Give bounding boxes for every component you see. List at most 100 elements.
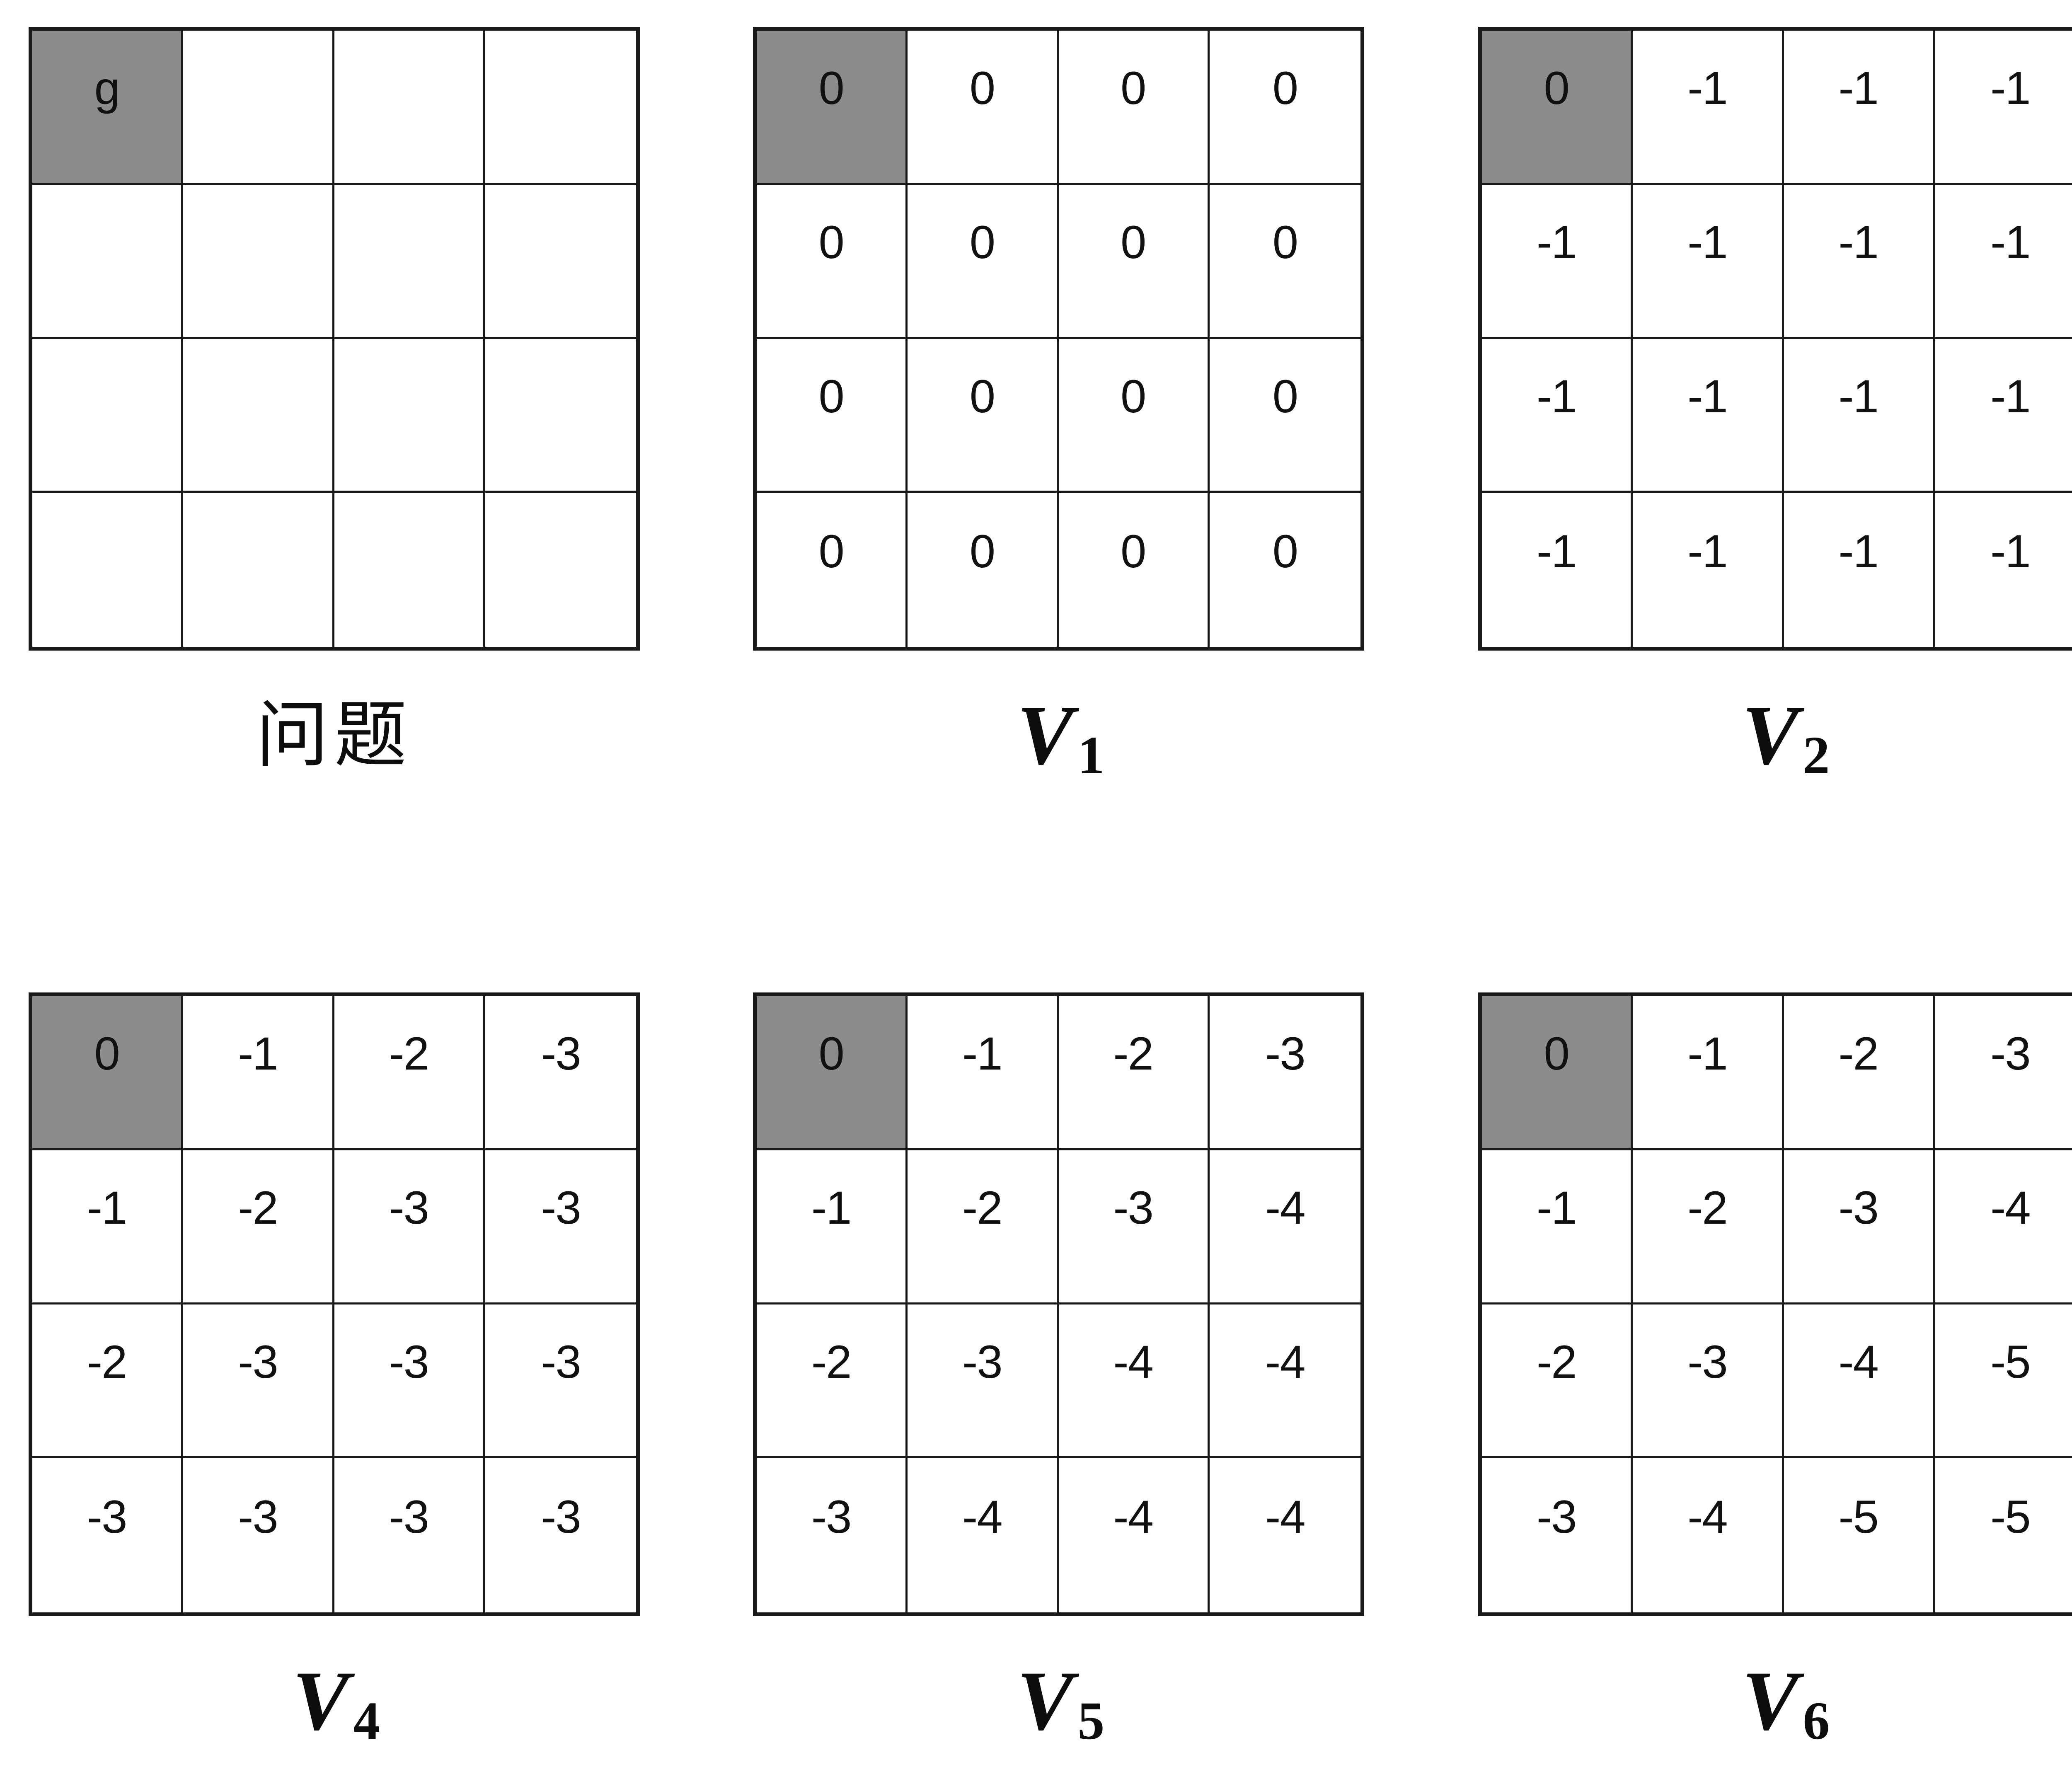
cell-value: -3 (962, 1336, 1003, 1388)
cell-value: -2 (1113, 1028, 1154, 1080)
cell-value: -4 (1687, 1491, 1728, 1543)
cell-value: 0 (1272, 216, 1298, 269)
grid-cell: 0 (1209, 493, 1360, 647)
terminal-cell: 0 (757, 996, 908, 1150)
cell-value: 0 (818, 370, 844, 422)
caption-V4: V4 (29, 1631, 640, 1772)
cell-value: -1 (1687, 370, 1728, 422)
cell-value: -2 (87, 1336, 128, 1388)
cell-value: -1 (1687, 216, 1728, 269)
cell-value: 0 (1272, 62, 1298, 114)
grid-cell: -2 (757, 1304, 908, 1459)
grid-cell: -5 (1784, 1458, 1935, 1612)
cell-value: -1 (811, 1182, 852, 1234)
grid-cell (183, 31, 334, 185)
grid-cell: -2 (1784, 996, 1935, 1150)
terminal-cell: 0 (757, 31, 908, 185)
terminal-cell: g (32, 31, 184, 185)
cell-value: -4 (1113, 1491, 1154, 1543)
grid-cell: -3 (1633, 1304, 1784, 1459)
terminal-cell: 0 (1482, 31, 1633, 185)
caption-V5: V5 (753, 1631, 1364, 1772)
cell-value: -2 (1838, 1028, 1879, 1080)
cell-value: -2 (962, 1182, 1003, 1234)
cell-value: 0 (1272, 370, 1298, 422)
value-grid-problem: g (29, 27, 640, 651)
grid-cell: -3 (183, 1304, 334, 1459)
grid-cell: -3 (485, 996, 636, 1150)
caption-subscript: 1 (1077, 726, 1105, 785)
cell-value: -3 (1265, 1028, 1306, 1080)
grid-cell: -3 (908, 1304, 1059, 1459)
grid-cell (485, 31, 636, 185)
grid-cell (32, 493, 184, 647)
cell-value: -5 (1990, 1336, 2031, 1388)
grid-cell: 0 (757, 339, 908, 493)
cell-value: -2 (389, 1028, 429, 1080)
grid-cell: -1 (1633, 31, 1784, 185)
grid-cell: 0 (757, 493, 908, 647)
caption-symbol: V (1742, 688, 1799, 782)
cell-value: -4 (1265, 1182, 1306, 1234)
cell-value: -1 (1838, 216, 1879, 269)
cell-value: 0 (1544, 1028, 1569, 1080)
cell-value: -1 (1990, 216, 2031, 269)
cell-value: 0 (969, 370, 995, 422)
cell-value: -3 (541, 1336, 581, 1388)
caption-V1: V1 (753, 665, 1364, 806)
cell-value: -2 (1687, 1182, 1728, 1234)
cell-value: -3 (1990, 1028, 2031, 1080)
grid-cell: -1 (1934, 184, 2072, 339)
grid-cell (485, 339, 636, 493)
grid-cell: 0 (908, 493, 1059, 647)
grid-cell: -2 (908, 1150, 1059, 1304)
grid-cell: 0 (1209, 184, 1360, 339)
cell-value: 0 (94, 1028, 120, 1080)
cell-value: 0 (1544, 62, 1569, 114)
cell-value: g (94, 62, 120, 114)
grid-cell: 0 (1058, 339, 1210, 493)
cell-value: -1 (1838, 370, 1879, 422)
grid-cell: -3 (485, 1304, 636, 1459)
cell-value: -1 (1687, 525, 1728, 577)
terminal-cell: 0 (1482, 996, 1633, 1150)
grid-cell: -4 (1058, 1304, 1210, 1459)
cell-value: -1 (238, 1028, 278, 1080)
grid-cell: -1 (1482, 493, 1633, 647)
grid-cell: -1 (757, 1150, 908, 1304)
grid-cell (334, 339, 485, 493)
cell-value: 0 (1120, 525, 1146, 577)
cell-value: -3 (541, 1491, 581, 1543)
grid-cell: 0 (1058, 31, 1210, 185)
grid-cell: -1 (1784, 339, 1935, 493)
cell-value: -3 (1536, 1491, 1577, 1543)
cell-value: 0 (1272, 525, 1298, 577)
caption-problem: 问题 (29, 665, 640, 806)
cell-value: -3 (238, 1491, 278, 1543)
grid-cell: -1 (1784, 493, 1935, 647)
cell-value: -1 (87, 1182, 128, 1234)
caption-symbol: V (1017, 1654, 1074, 1748)
cell-value: -3 (1113, 1182, 1154, 1234)
grid-cell (32, 184, 184, 339)
grid-cell: 0 (757, 184, 908, 339)
grid-cell: -3 (1209, 996, 1360, 1150)
grid-cell: -3 (757, 1458, 908, 1612)
caption-subscript: 4 (353, 1691, 380, 1751)
grid-cell: -5 (1934, 1304, 2072, 1459)
cell-value: -1 (1687, 62, 1728, 114)
value-grid-V6: 0-1-2-3-1-2-3-4-2-3-4-5-3-4-5-5 (1478, 992, 2072, 1616)
grid-cell: -3 (334, 1458, 485, 1612)
cell-value: -1 (1990, 62, 2031, 114)
cell-value: -3 (811, 1491, 852, 1543)
grid-cell: -1 (1482, 1150, 1633, 1304)
grid-cell: -1 (1934, 339, 2072, 493)
